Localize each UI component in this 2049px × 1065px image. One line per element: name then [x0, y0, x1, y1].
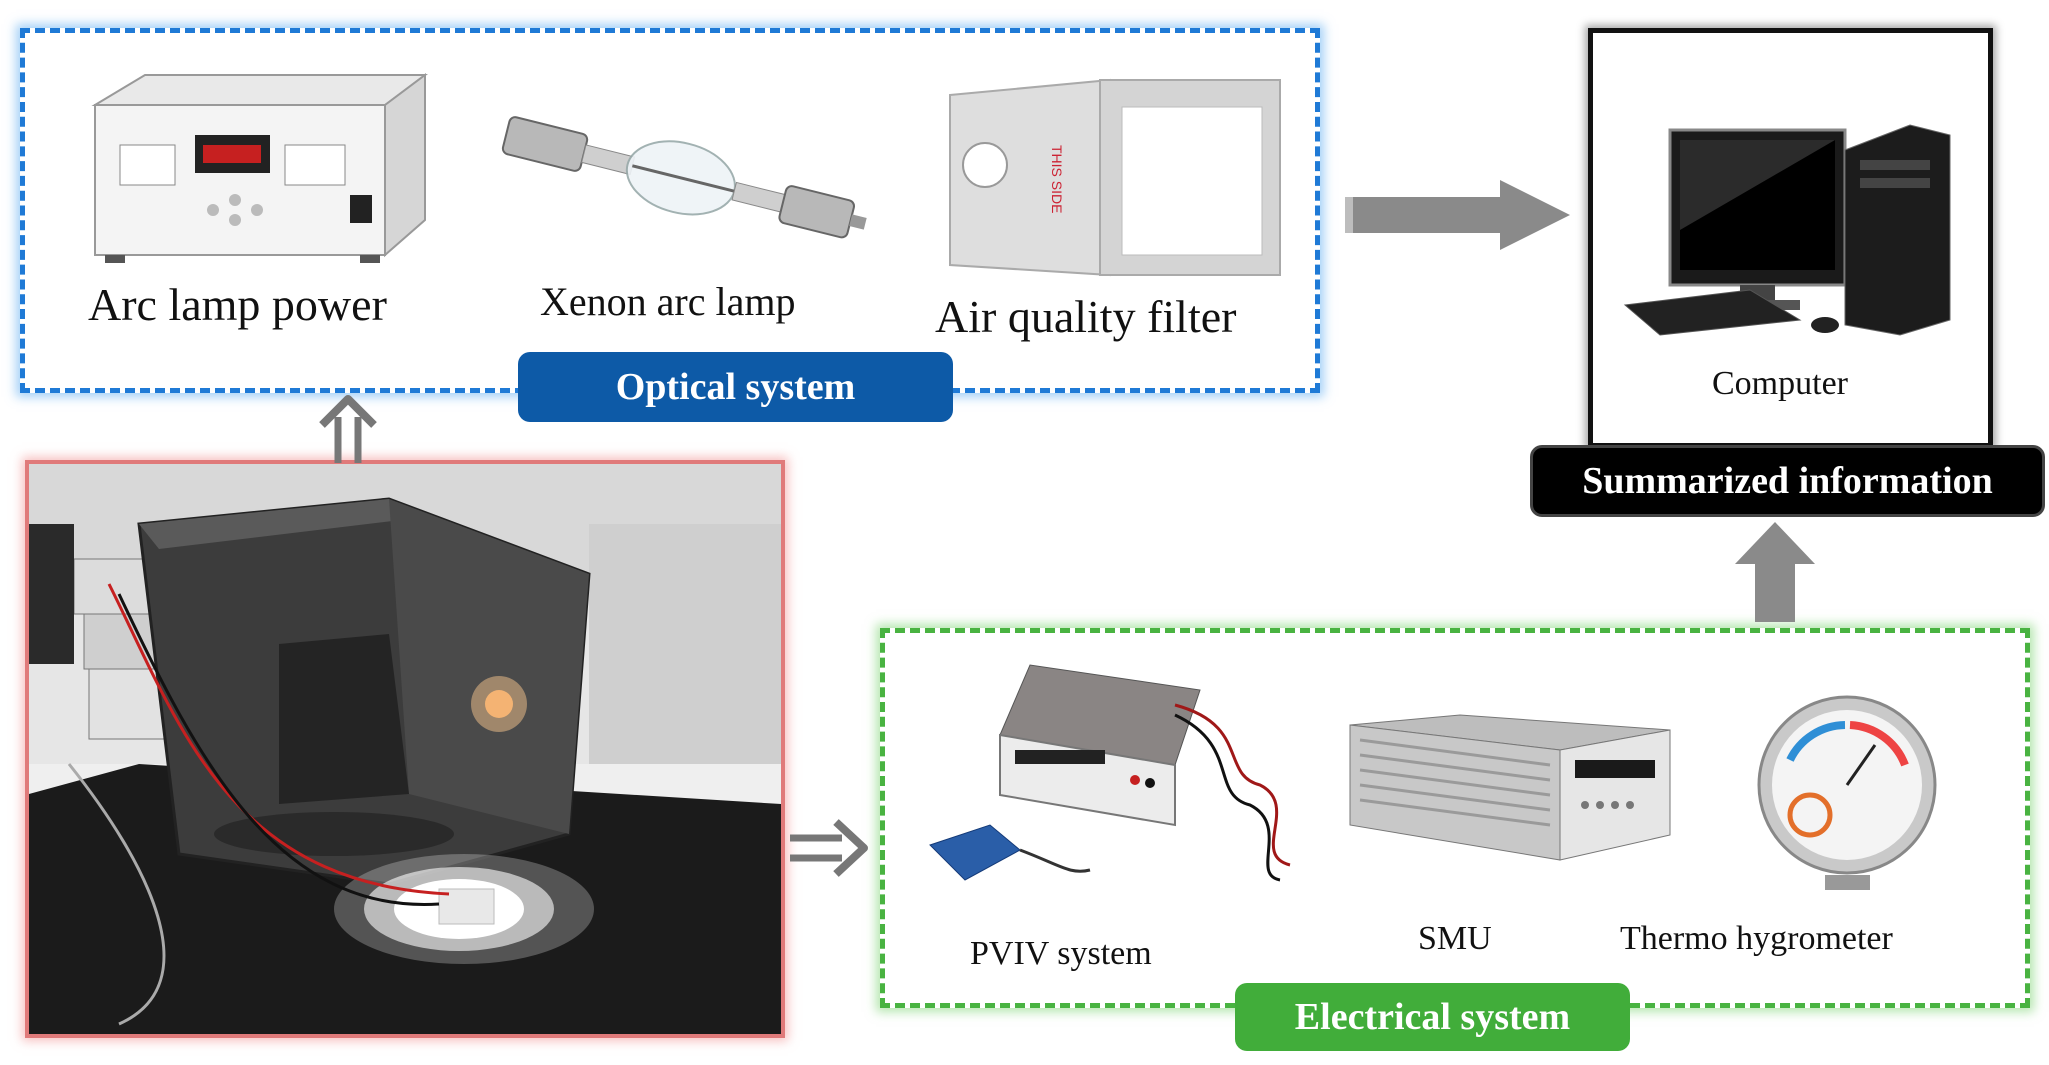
air-quality-filter-label: Air quality filter [935, 291, 1237, 342]
arc-lamp-power-label: Arc lamp power [88, 279, 387, 330]
arrow-photo-to-electrical [790, 819, 868, 877]
multimeter-icon [929, 664, 1291, 882]
solar-simulator-illustration [29, 464, 781, 1034]
xenon-lamp-icon [501, 116, 867, 239]
power-supply-icon [91, 73, 428, 263]
smu-label: SMU [1418, 920, 1492, 957]
thermo-hygrometer-label: Thermo hygrometer [1620, 920, 1893, 957]
computer-label: Computer [1712, 365, 1848, 402]
optical-system-title: Optical system [518, 352, 953, 422]
summarized-information-title: Summarized information [1530, 445, 2045, 517]
arrow-photo-to-optical [319, 395, 377, 463]
pviv-system-label: PVIV system [970, 935, 1152, 972]
smu-icon [1349, 714, 1671, 861]
hygrometer-icon [1757, 695, 1937, 890]
solar-simulator-photo [25, 460, 785, 1038]
electrical-system-title: Electrical system [1235, 983, 1630, 1051]
arrow-electrical-to-summary [1735, 522, 1815, 622]
arrow-optical-to-computer [1345, 180, 1570, 250]
computer-icon [1623, 124, 1951, 336]
filter-icon: THIS SIDE [949, 78, 1281, 277]
xenon-arc-lamp-label: Xenon arc lamp [540, 279, 796, 324]
svg-text:THIS SIDE: THIS SIDE [1049, 145, 1065, 213]
